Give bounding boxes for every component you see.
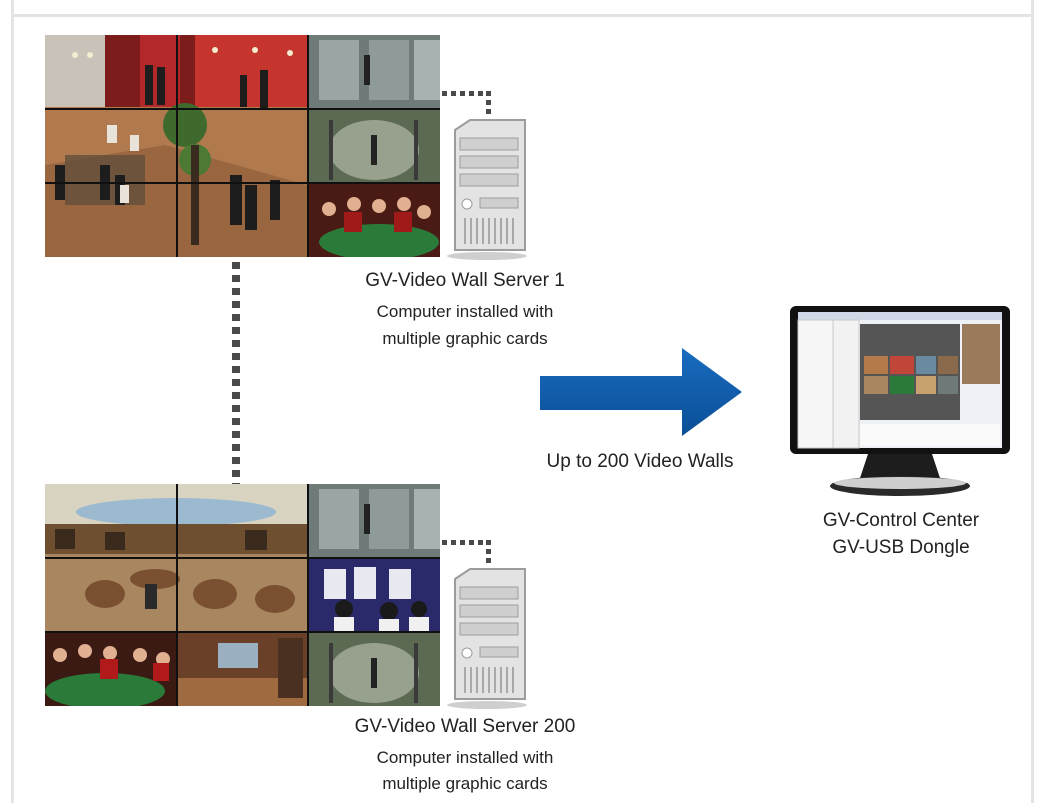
server-200-desc-line2: multiple graphic cards: [382, 774, 548, 793]
server-tower-icon: [445, 118, 530, 260]
control-center-line1: GV-Control Center: [822, 510, 980, 531]
server-1-desc-line2: multiple graphic cards: [382, 329, 548, 348]
wall-1-casino-view: [309, 184, 440, 257]
wall-200-office-view: [178, 633, 307, 706]
server-1-name: GV-Video Wall Server 1: [365, 270, 565, 291]
connector-wall-200-h: [442, 540, 490, 545]
frame-left: [0, 0, 14, 803]
wall-200-revolving-door-view: [309, 633, 440, 706]
server-tower-icon: [445, 567, 530, 709]
server-200-name: GV-Video Wall Server 200: [354, 716, 576, 737]
connector-wall-1-h: [442, 91, 490, 96]
wall-200-classroom-view: [309, 559, 440, 631]
wall-200-entrance-view: [309, 484, 440, 557]
control-center-line2: GV-USB Dongle: [832, 537, 970, 558]
server-1-desc-line1: Computer installed with: [376, 302, 554, 321]
wall-200-casino-view: [45, 633, 176, 706]
video-wall-200: [45, 484, 440, 706]
connector-wall-200-v: [486, 540, 491, 566]
connector-wall-1-v: [486, 91, 491, 117]
connector-walls-vertical: [232, 262, 240, 484]
server-200-desc-line1: Computer installed with: [376, 748, 554, 767]
frame-top: [0, 0, 1038, 17]
wall-1-revolving-door-view: [309, 110, 440, 182]
video-wall-1: [45, 35, 440, 257]
wall-1-entrance-view: [309, 35, 440, 108]
frame-right: [1031, 0, 1038, 803]
arrow-label: Up to 200 Video Walls: [546, 451, 734, 472]
arrow-right-icon: [540, 348, 742, 436]
monitor-icon: [790, 306, 1012, 498]
